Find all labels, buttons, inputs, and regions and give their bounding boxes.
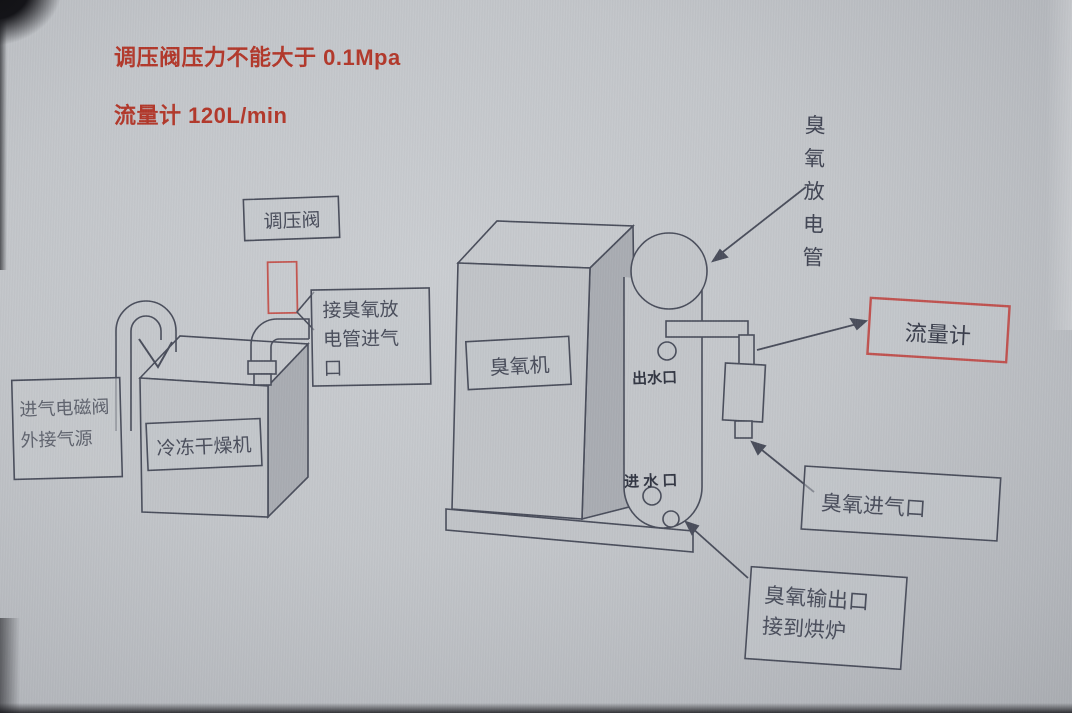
note-flow-rate: 流量计 120L/min: [114, 103, 288, 128]
ozone-output-label: 臭氧输出口 接到烘炉: [761, 584, 870, 644]
connection-label-box: [310, 287, 432, 387]
pipe-stub: [253, 373, 272, 386]
solenoid-label-box: [10, 376, 124, 481]
inlet-valve-stub: [734, 420, 753, 439]
elbow-pipe-inner: [270, 338, 309, 361]
hook-pipe-arrowhead: [138, 338, 173, 369]
regulator-valve-label: 调压阀: [263, 210, 321, 233]
discharge-tube-label: 臭氧放电管: [799, 113, 826, 280]
inlet-solenoid-label: 进气电磁阀 外接气源: [19, 396, 110, 451]
dryer-label-box: [145, 417, 263, 472]
water-inlet-label: 进 水 口: [623, 472, 678, 491]
ozone-machine-front-face: [451, 262, 591, 520]
regulator-label-box: [242, 195, 341, 242]
discharge-tube-disc: [630, 232, 708, 310]
ozone-output-label-box: [744, 565, 908, 671]
output-hole: [662, 510, 680, 528]
horizontal-pipe: [665, 320, 749, 338]
outlet-hole: [657, 341, 677, 361]
discharge-tube-body: [623, 277, 703, 529]
regulator-valve-symbol: [266, 260, 299, 315]
regulator-connection-label: 接臭氧放 电管进气 口: [322, 299, 400, 380]
ozone-machine-label: 臭氧机: [489, 354, 551, 380]
callout-pointer: [295, 291, 315, 331]
base-plate: [445, 508, 694, 553]
note-pressure-limit: 调压阀压力不能大于 0.1Mpa: [114, 45, 401, 70]
ozone-machine-label-box: [464, 335, 573, 391]
inlet-hole: [642, 486, 662, 506]
water-outlet-label: 出水口: [631, 369, 678, 388]
pipe-collar: [247, 360, 277, 375]
arrow-discharge-tube: [710, 186, 807, 263]
vertical-pipe: [738, 334, 755, 366]
arrow-ozone-output: [684, 520, 749, 579]
elbow-pipe-outer: [250, 318, 310, 361]
arrow-flow-meter: [756, 317, 869, 351]
ozone-inlet-label-box: [800, 465, 1002, 542]
flow-meter-box: [866, 296, 1011, 364]
flow-meter-label: 流量计: [904, 320, 972, 349]
freeze-dryer-label: 冷冻干燥机: [156, 434, 253, 461]
hook-pipe-outer: [115, 300, 177, 431]
hook-pipe-inner: [130, 315, 162, 431]
inlet-valve-body: [721, 362, 767, 423]
